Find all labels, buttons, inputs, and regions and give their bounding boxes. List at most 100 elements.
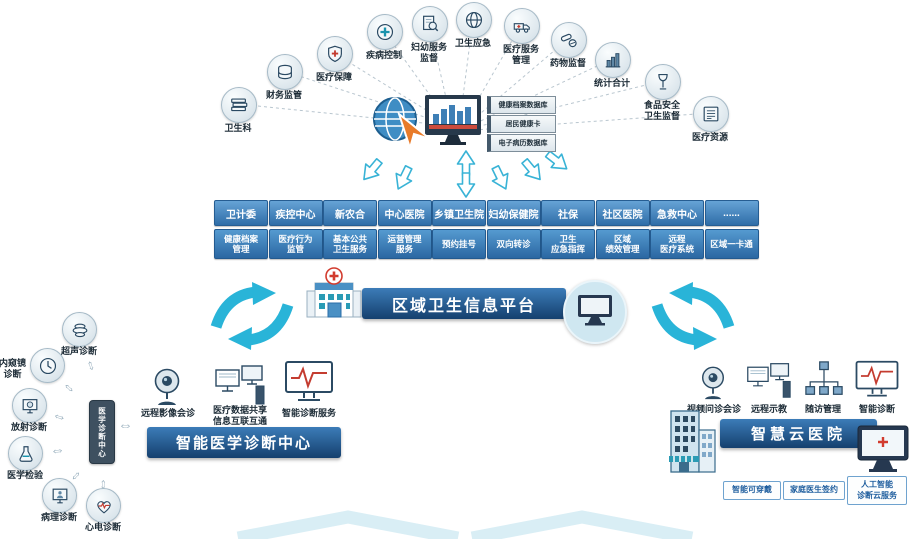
diagnosis-device: 医学诊断中心	[89, 400, 115, 464]
feature-label: 医疗数据共享 信息互联互通	[212, 405, 267, 427]
diagnosis-node-label: 心电诊断	[84, 522, 122, 532]
top-node: 医疗保障	[316, 36, 353, 82]
diagnosis-node: 内窥镜 诊断	[0, 348, 65, 383]
top-node-label: 统计合计	[593, 78, 631, 88]
feature-label: 智能诊断服务	[281, 408, 336, 418]
org-button[interactable]: 社保	[541, 200, 595, 226]
diagnosis-node: 放射诊断	[11, 388, 47, 432]
diagnosis-node: 医学检验	[7, 436, 43, 480]
ultrasound-icon	[62, 312, 97, 347]
pills-icon	[551, 22, 587, 58]
service-button[interactable]: 卫生 应急指挥	[541, 229, 595, 259]
org-button[interactable]: 急救中心	[650, 200, 704, 226]
monitors-icon	[214, 362, 266, 413]
ecg-monitor-icon	[854, 360, 900, 406]
top-node-label: 药物监督	[549, 58, 587, 68]
cloud-feature-button[interactable]: 智能可穿戴	[723, 481, 781, 500]
org-button[interactable]: 社区医院	[595, 200, 650, 226]
diagnosis-node-label: 超声诊断	[60, 346, 98, 356]
diagnosis-node: 病理诊断	[41, 478, 77, 522]
double-arrow-icon: ⇔	[49, 441, 66, 460]
feature-label: 远程示教	[750, 404, 787, 414]
top-node: 药物监督	[550, 22, 587, 68]
top-node: 统计合计	[594, 42, 631, 88]
diagnosis-node-label: 病理诊断	[40, 512, 78, 522]
cloud-feature-button[interactable]: 人工智能 诊断云服务	[847, 476, 907, 505]
top-node: 财务监管	[266, 54, 303, 100]
magnifier-doc-icon	[412, 6, 448, 42]
monitor-icon	[856, 424, 910, 481]
medical-cross-icon	[367, 14, 403, 50]
top-node-label: 医疗保障	[315, 72, 353, 82]
feature-label: 智能诊断	[858, 404, 895, 414]
webcam-icon	[148, 366, 186, 413]
endoscope-icon	[30, 348, 65, 383]
top-node: 卫生科	[221, 87, 257, 133]
top-node: 医疗资源	[692, 96, 729, 142]
org-button[interactable]: ......	[704, 200, 759, 226]
diagnosis-node: 心电诊断	[85, 488, 121, 532]
diagnosis-node-label: 医学检验	[6, 470, 44, 480]
dashboard-monitor-icon	[424, 94, 482, 153]
pathology-icon	[42, 478, 77, 513]
shield-cross-icon	[317, 36, 353, 72]
feature-label: 随访管理	[804, 404, 841, 414]
top-node: 食品安全 卫生监督	[644, 64, 681, 121]
building-icon	[666, 408, 720, 481]
books-icon	[221, 87, 257, 123]
platform-terminal-badge	[563, 280, 627, 344]
bottom-chevrons	[236, 510, 694, 539]
org-button[interactable]: 妇幼保健院	[486, 200, 541, 226]
diagnosis-node: 超声诊断	[61, 312, 97, 356]
double-arrow-icon: ⇔	[118, 417, 133, 434]
platform-title-banner: 区域卫生信息平台	[362, 288, 566, 319]
database-box: 电子病历数据库	[487, 134, 556, 152]
org-button[interactable]: 中心医院	[377, 200, 432, 226]
archive-icon	[693, 96, 729, 132]
service-button[interactable]: 健康档案 管理	[214, 229, 268, 259]
feature-label: 远程影像会诊	[140, 408, 195, 418]
webcam-icon	[696, 364, 730, 407]
ambulance-icon	[504, 8, 540, 44]
top-node-label: 医疗资源	[691, 132, 729, 142]
service-button[interactable]: 预约挂号	[432, 229, 486, 259]
top-node: 疾病控制	[366, 14, 403, 60]
service-button[interactable]: 双向转诊	[486, 229, 541, 259]
coins-icon	[267, 54, 303, 90]
monitor-icon	[577, 294, 613, 331]
ecg-heart-icon	[86, 488, 121, 523]
top-node-label: 食品安全 卫生监督	[643, 100, 681, 121]
cloud-hospital-banner: 智慧云医院	[720, 419, 877, 448]
feature-label: 视频问诊会诊	[686, 404, 741, 414]
cloud-feature-button[interactable]: 家庭医生签约	[783, 481, 845, 500]
service-button[interactable]: 基本公共 卫生服务	[323, 229, 377, 259]
cursor-icon	[396, 111, 434, 159]
top-node: 妇幼服务 监督	[411, 6, 448, 63]
service-button[interactable]: 区域一卡通	[704, 229, 759, 259]
diagnosis-node-label: 放射诊断	[10, 422, 48, 432]
org-button[interactable]: 疾控中心	[268, 200, 323, 226]
top-node-label: 医疗服务 管理	[502, 44, 540, 65]
sync-arrows-left-icon	[204, 281, 300, 356]
service-button[interactable]: 区域 绩效管理	[595, 229, 650, 259]
flow-arrows	[363, 150, 568, 198]
database-box: 居民健康卡	[487, 115, 556, 133]
sync-arrows-right-icon	[645, 281, 741, 356]
service-button[interactable]: 运营管理 服务	[377, 229, 432, 259]
service-button[interactable]: 医疗行为 监管	[268, 229, 323, 259]
orgchart-icon	[802, 360, 846, 405]
service-button[interactable]: 远程 医疗系统	[650, 229, 704, 259]
top-node-label: 妇幼服务 监督	[410, 42, 448, 63]
top-node: 医疗服务 管理	[503, 8, 540, 65]
org-button[interactable]: 新农合	[323, 200, 377, 226]
org-button[interactable]: 乡镇卫生院	[432, 200, 486, 226]
top-node-label: 卫生科	[224, 123, 252, 133]
top-node-label: 疾病控制	[365, 50, 403, 60]
top-node: 卫生应急	[455, 2, 492, 48]
org-button[interactable]: 卫计委	[214, 200, 268, 226]
diagnosis-device-label: 医学诊断中心	[97, 406, 107, 458]
diagnosis-node-label: 内窥镜 诊断	[0, 358, 26, 379]
monitors-icon	[746, 360, 792, 406]
